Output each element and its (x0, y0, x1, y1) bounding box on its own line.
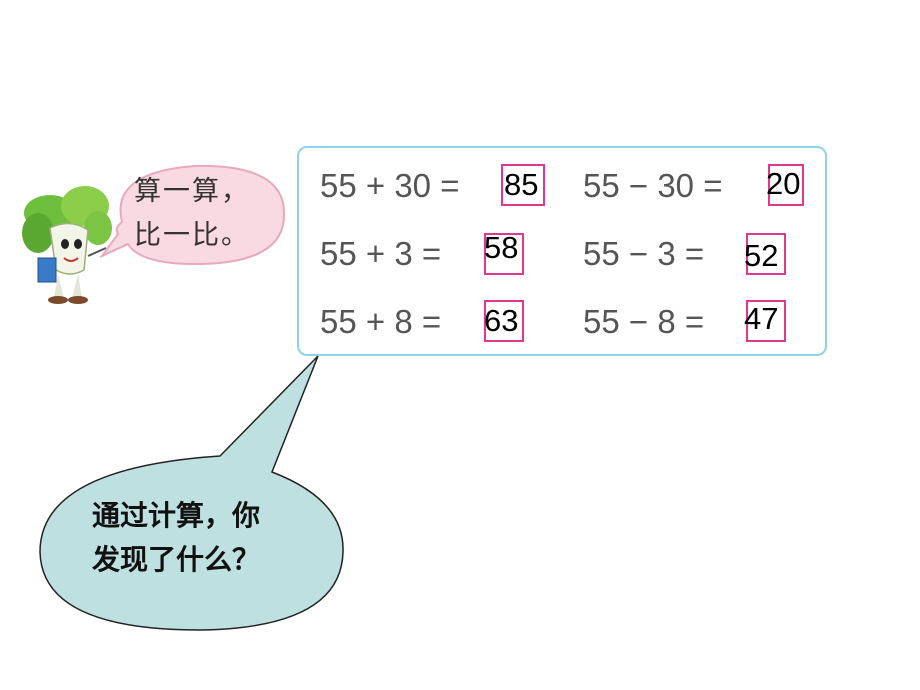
answer-box (484, 300, 524, 342)
answer-box (484, 233, 524, 275)
answer-value: 47 (744, 301, 779, 336)
equation-expression: 55 − 3 = (583, 235, 705, 272)
answer-value: 52 (744, 238, 779, 273)
speech-text: 算一算， 比一比。 (134, 170, 284, 258)
answer-box (746, 300, 786, 342)
answer-box (768, 164, 804, 206)
equation-expression: 55 − 30 = (583, 167, 723, 204)
answer-box (746, 233, 786, 275)
cabbage-mascot-icon (22, 186, 112, 304)
callout-text: 通过计算，你 发现了什么？ (92, 494, 322, 582)
equation-expression: 55 + 8 = (320, 303, 442, 340)
equation-expression: 55 + 30 = (320, 167, 460, 204)
equation-expression: 55 + 3 = (320, 235, 442, 272)
callout-line-2: 发现了什么？ (92, 543, 261, 576)
equation-expression: 55 − 8 = (583, 303, 705, 340)
answer-value: 58 (484, 230, 519, 265)
answer-box (501, 164, 545, 206)
answer-value: 85 (504, 167, 539, 202)
problems-frame (297, 146, 827, 356)
speech-bubble (100, 164, 286, 266)
answer-value: 63 (484, 303, 519, 338)
speech-line-2: 比一比。 (134, 220, 250, 251)
answer-value: 20 (766, 166, 801, 201)
speech-line-1: 算一算， (134, 176, 250, 207)
callout-line-1: 通过计算，你 (92, 499, 261, 532)
